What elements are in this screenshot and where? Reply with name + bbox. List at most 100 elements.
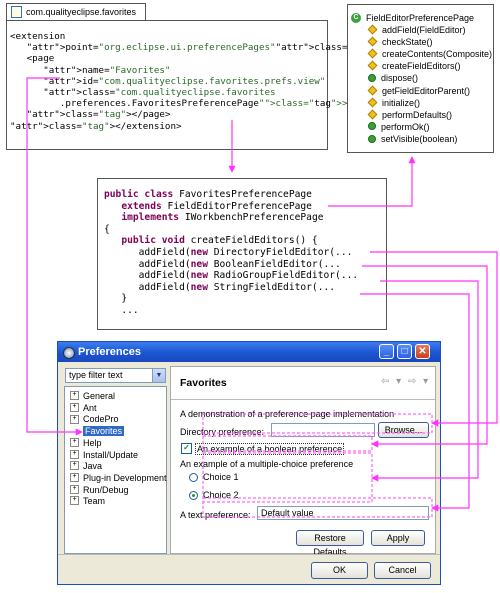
outline-member[interactable]: dispose() — [368, 73, 418, 84]
outline-member[interactable]: addField(FieldEditor) — [367, 24, 466, 36]
preferences-title: Preferences — [78, 346, 141, 358]
tree-item[interactable]: + Help — [70, 438, 102, 449]
xml-file-tab-label: com.qualityeclipse.favorites — [26, 7, 137, 17]
tree-item-label: General — [83, 391, 116, 401]
minimize-button[interactable]: _ — [379, 344, 394, 359]
preferences-window: Preferences _ □ ✕ type filter text ▼ + Ge… — [57, 341, 441, 585]
outline-member[interactable]: performDefaults() — [367, 109, 452, 121]
outline-member-label: createFieldEditors() — [382, 61, 461, 72]
tree-item-label: Ant — [83, 402, 97, 413]
protected-method-icon — [367, 36, 378, 47]
tree-item-label: Help — [83, 437, 102, 448]
tree-item[interactable]: + General — [70, 391, 115, 402]
preferences-title-bar[interactable]: Preferences _ □ ✕ — [58, 342, 440, 362]
outline-class-row[interactable]: C FieldEditorPreferencePage — [351, 12, 475, 24]
tree-item-label: CodePro — [83, 414, 119, 425]
outline-member-label: dispose() — [381, 73, 419, 84]
tree-item-label: Install/Update — [83, 449, 139, 460]
protected-method-icon — [367, 109, 378, 120]
tree-expander-icon[interactable]: + — [70, 449, 79, 459]
outline-member[interactable]: performOk() — [368, 122, 430, 133]
tree-expander-icon[interactable]: + — [70, 484, 79, 494]
directory-input[interactable] — [271, 423, 375, 437]
page-title: Favorites — [180, 377, 227, 389]
tree-expander-icon[interactable]: + — [70, 414, 79, 424]
protected-method-icon — [367, 48, 378, 59]
tree-expander-icon[interactable]: + — [70, 437, 79, 447]
tree-item[interactable]: + Install/Update — [70, 450, 138, 461]
java-source-panel: public class FavoritesPreferencePage ext… — [97, 178, 387, 330]
outline-member-label: getFieldEditorParent() — [382, 85, 471, 96]
page-description: A demonstration of a preference page imp… — [180, 409, 395, 419]
public-method-icon — [368, 122, 376, 131]
choice-1-label[interactable]: Choice 1 — [203, 472, 239, 482]
filter-dropdown-icon[interactable]: ▼ — [152, 369, 165, 382]
outline-member-label: initialize() — [382, 97, 421, 108]
tree-item[interactable]: + Plug-in Development — [70, 473, 167, 484]
class-icon: C — [351, 12, 361, 23]
tree-item[interactable]: + Java — [70, 461, 102, 472]
tree-item-label: Favorites — [83, 426, 125, 437]
public-method-icon — [368, 74, 376, 83]
tree-item[interactable]: + Run/Debug — [70, 485, 129, 496]
outline-member-label: checkState() — [382, 37, 433, 48]
browse-button[interactable]: Browse... — [378, 422, 429, 438]
tree-item[interactable]: + Ant — [70, 403, 97, 414]
filter-input-text: type filter text — [69, 370, 123, 380]
preference-page-pane: Favorites ⇦ ▾ ⇨ ▾ A demonstration of a p… — [170, 366, 436, 554]
tree-expander-icon[interactable]: + — [70, 461, 79, 471]
protected-method-icon — [367, 85, 378, 96]
button-bar-divider — [58, 554, 440, 555]
outline-class-name: FieldEditorPreferencePage — [366, 13, 475, 23]
tree-expander-icon[interactable]: + — [70, 391, 79, 401]
plugin-xml-panel: <extension "attr">point="org.eclipse.ui.… — [6, 20, 386, 150]
history-nav-icons[interactable]: ⇦ ▾ ⇨ ▾ — [381, 376, 431, 387]
outline-member[interactable]: createContents(Composite) — [367, 48, 493, 60]
java-source-code: public class FavoritesPreferencePage ext… — [104, 189, 359, 316]
outline-member-label: addField(FieldEditor) — [382, 25, 466, 35]
restore-defaults-button[interactable]: Restore Defaults — [296, 530, 364, 557]
protected-abstract-method-icon — [367, 60, 378, 71]
xml-file-icon — [11, 5, 22, 18]
outline-member[interactable]: initialize() — [367, 97, 421, 109]
outline-member-label: createContents(Composite) — [382, 49, 493, 60]
apply-button[interactable]: Apply — [371, 530, 425, 546]
choice-2-label[interactable]: Choice 2 — [203, 490, 239, 500]
title-divider — [171, 399, 435, 400]
filter-input[interactable]: type filter text ▼ — [65, 368, 166, 383]
outline-member[interactable]: setVisible(boolean) — [368, 134, 457, 145]
tree-expander-icon[interactable]: + — [70, 496, 79, 506]
tree-expander-icon[interactable]: + — [70, 402, 79, 412]
text-preference-input[interactable]: Default value — [257, 506, 429, 520]
directory-label: Directory preference: — [180, 427, 265, 437]
choice-2-radio[interactable] — [189, 491, 198, 500]
tree-item-label: Run/Debug — [83, 484, 129, 495]
close-button[interactable]: ✕ — [415, 344, 430, 359]
text-preference-label: A text preference: — [180, 510, 251, 520]
protected-method-icon — [367, 24, 378, 35]
boolean-label[interactable]: An example of a boolean preference — [195, 443, 345, 455]
xml-file-tab[interactable]: com.qualityeclipse.favorites — [6, 3, 146, 20]
radio-group-label: An example of a multiple-choice preferen… — [180, 459, 354, 469]
ok-button[interactable]: OK — [311, 562, 368, 579]
tree-item-label: Java — [83, 461, 103, 472]
plugin-xml-code: <extension "attr">point="org.eclipse.ui.… — [10, 31, 386, 132]
tree-item[interactable]: + CodePro — [70, 414, 119, 425]
eclipse-app-icon — [63, 347, 75, 359]
maximize-button[interactable]: □ — [397, 344, 412, 359]
outline-member-label: setVisible(boolean) — [381, 133, 458, 144]
outline-member[interactable]: createFieldEditors() — [367, 60, 461, 72]
tree-item-label: Plug-in Development — [83, 472, 167, 483]
outline-panel: C FieldEditorPreferencePage addField(Fiel… — [347, 4, 494, 153]
tree-item-label: Team — [83, 496, 106, 507]
tree-item[interactable]: + Team — [70, 496, 105, 507]
cancel-button[interactable]: Cancel — [374, 562, 431, 579]
choice-1-radio[interactable] — [189, 473, 198, 482]
boolean-checkbox[interactable]: ✓ — [181, 443, 192, 454]
outline-member[interactable]: checkState() — [367, 36, 433, 48]
protected-method-icon — [367, 97, 378, 108]
tree-item[interactable]: Favorites — [70, 426, 125, 437]
tree-expander-icon[interactable]: + — [70, 473, 79, 483]
outline-member[interactable]: getFieldEditorParent() — [367, 85, 471, 97]
